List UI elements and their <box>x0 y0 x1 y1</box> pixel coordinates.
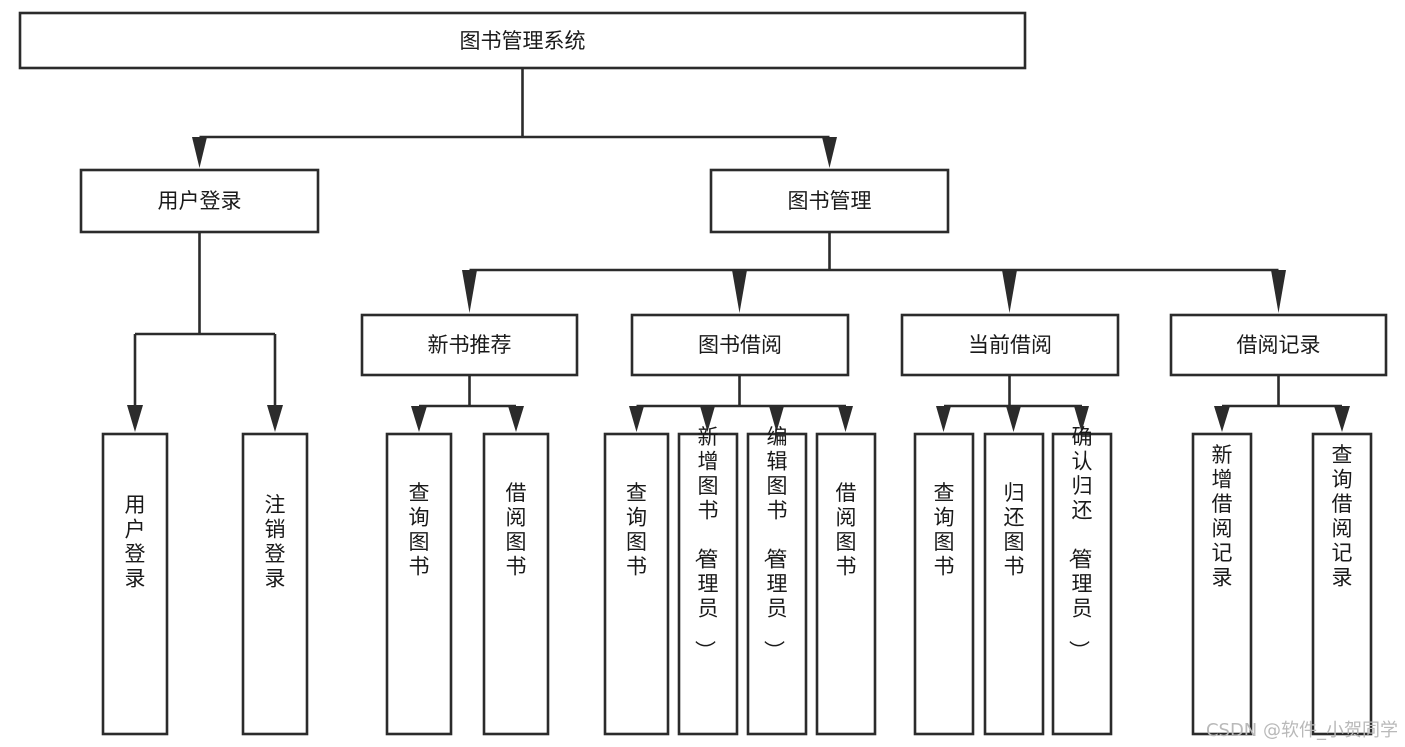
arrow-head-leaf-logout-login <box>267 405 283 432</box>
node-leaf-user-login-label: 用户登录 <box>125 493 146 591</box>
node-leaf-confirm-return-admin-label: 确认归还（管理员） <box>1067 425 1093 661</box>
node-new-book-recommend[interactable]: 新书推荐 <box>360 313 579 377</box>
node-leaf-logout-login[interactable]: 注销登录 <box>241 432 309 736</box>
node-leaf-borrow-book-box[interactable] <box>815 432 877 736</box>
node-leaf-query-borrow-record-label: 查询借阅记录 <box>1332 443 1353 590</box>
arrow-head-book-management <box>822 137 837 168</box>
node-leaf-query-book-current-box[interactable] <box>913 432 975 736</box>
node-leaf-query-book-borrow-box[interactable] <box>603 432 670 736</box>
node-leaf-logout-login-box[interactable] <box>241 432 309 736</box>
node-leaf-add-borrow-record[interactable]: 新增借阅记录 <box>1191 432 1253 736</box>
arrow-head-leaf-borrow-book-recommend <box>508 406 524 432</box>
connector-group-borrow-records <box>1214 375 1350 432</box>
node-leaf-confirm-return-admin[interactable]: 确认归还（管理员） <box>1051 425 1113 736</box>
node-user-login-box[interactable] <box>79 168 320 234</box>
connector-group-new-book-recommend <box>411 375 524 432</box>
arrow-head-leaf-confirm-return-admin <box>1074 406 1089 432</box>
node-borrow-records-label: 借阅记录 <box>1237 333 1321 357</box>
node-book-management[interactable]: 图书管理 <box>709 168 950 234</box>
node-leaf-confirm-return-admin-box[interactable] <box>1051 432 1113 736</box>
node-leaf-borrow-book-recommend-label: 借阅图书 <box>506 481 527 579</box>
arrow-head-leaf-borrow-book <box>838 406 853 432</box>
node-leaf-edit-book-admin-label: 编辑图书（管理员） <box>762 425 788 661</box>
node-new-book-recommend-label: 新书推荐 <box>428 333 512 357</box>
watermark-label: CSDN @软件_小贺同学 <box>1206 720 1398 741</box>
arrow-head-leaf-add-book-admin <box>700 406 715 432</box>
node-leaf-query-book-recommend[interactable]: 查询图书 <box>385 432 453 736</box>
node-leaf-query-book-borrow[interactable]: 查询图书 <box>603 432 670 736</box>
arrow-head-leaf-edit-book-admin <box>769 406 784 432</box>
node-borrow-records[interactable]: 借阅记录 <box>1169 313 1388 377</box>
node-root-box[interactable] <box>18 11 1027 70</box>
node-leaf-query-borrow-record[interactable]: 查询借阅记录 <box>1311 432 1373 736</box>
node-leaf-add-book-admin-label: 新增图书（管理员） <box>693 425 719 661</box>
arrow-head-book-borrow <box>732 270 747 313</box>
node-leaf-return-book-box[interactable] <box>983 432 1045 736</box>
node-leaf-borrow-book-recommend[interactable]: 借阅图书 <box>482 432 550 736</box>
node-leaf-user-login[interactable]: 用户登录 <box>101 432 169 736</box>
connector-group-root <box>192 68 837 168</box>
node-new-book-recommend-box[interactable] <box>360 313 579 377</box>
node-user-login[interactable]: 用户登录 <box>79 168 320 234</box>
connector-group-current-borrow <box>936 375 1089 432</box>
node-leaf-edit-book-admin[interactable]: 编辑图书（管理员） <box>746 425 808 736</box>
node-leaf-return-book[interactable]: 归还图书 <box>983 432 1045 736</box>
node-leaf-edit-book-admin-box[interactable] <box>746 432 808 736</box>
node-leaf-borrow-book[interactable]: 借阅图书 <box>815 432 877 736</box>
arrow-head-borrow-records <box>1271 270 1286 313</box>
node-leaf-logout-login-label: 注销登录 <box>265 493 286 591</box>
node-current-borrow[interactable]: 当前借阅 <box>900 313 1120 377</box>
arrow-head-leaf-return-book <box>1006 406 1021 432</box>
node-book-borrow-label: 图书借阅 <box>698 333 782 357</box>
node-leaf-query-book-recommend-label: 查询图书 <box>409 481 430 579</box>
node-borrow-records-box[interactable] <box>1169 313 1388 377</box>
node-leaf-query-borrow-record-box[interactable] <box>1311 432 1373 736</box>
node-leaf-add-borrow-record-box[interactable] <box>1191 432 1253 736</box>
arrow-head-leaf-add-borrow-record <box>1214 406 1230 432</box>
connector-group-book-management <box>462 232 1286 313</box>
node-leaf-add-book-admin-box[interactable] <box>677 432 739 736</box>
arrow-head-leaf-query-book-borrow <box>629 406 644 432</box>
node-book-management-box[interactable] <box>709 168 950 234</box>
node-user-login-label: 用户登录 <box>158 189 242 213</box>
node-current-borrow-label: 当前借阅 <box>968 333 1052 357</box>
arrow-head-user-login <box>192 137 207 168</box>
node-leaf-borrow-book-label: 借阅图书 <box>836 481 857 579</box>
arrow-head-new-book-recommend <box>462 270 477 313</box>
node-leaf-user-login-box[interactable] <box>101 432 169 736</box>
node-current-borrow-box[interactable] <box>900 313 1120 377</box>
connector-group-user-login <box>127 232 283 432</box>
node-leaf-return-book-label: 归还图书 <box>1004 481 1025 579</box>
node-book-management-label: 图书管理 <box>788 189 872 213</box>
node-leaf-query-book-current[interactable]: 查询图书 <box>913 432 975 736</box>
node-leaf-query-book-borrow-label: 查询图书 <box>626 481 647 579</box>
arrow-head-leaf-user-login <box>127 405 143 432</box>
node-root[interactable]: 图书管理系统 <box>18 11 1027 70</box>
arrow-head-leaf-query-book-current <box>936 406 951 432</box>
arrow-head-leaf-query-book-recommend <box>411 406 427 432</box>
node-leaf-add-book-admin[interactable]: 新增图书（管理员） <box>677 425 739 736</box>
connector-group-book-borrow <box>629 375 853 432</box>
node-book-borrow-box[interactable] <box>630 313 850 377</box>
node-book-borrow[interactable]: 图书借阅 <box>630 313 850 377</box>
arrow-head-leaf-query-borrow-record <box>1334 406 1350 432</box>
node-leaf-query-book-current-label: 查询图书 <box>934 481 955 579</box>
arrow-head-current-borrow <box>1002 270 1017 313</box>
node-leaf-add-borrow-record-label: 新增借阅记录 <box>1212 443 1233 590</box>
node-root-label: 图书管理系统 <box>460 29 586 53</box>
node-leaf-query-book-recommend-box[interactable] <box>385 432 453 736</box>
node-leaf-borrow-book-recommend-box[interactable] <box>482 432 550 736</box>
